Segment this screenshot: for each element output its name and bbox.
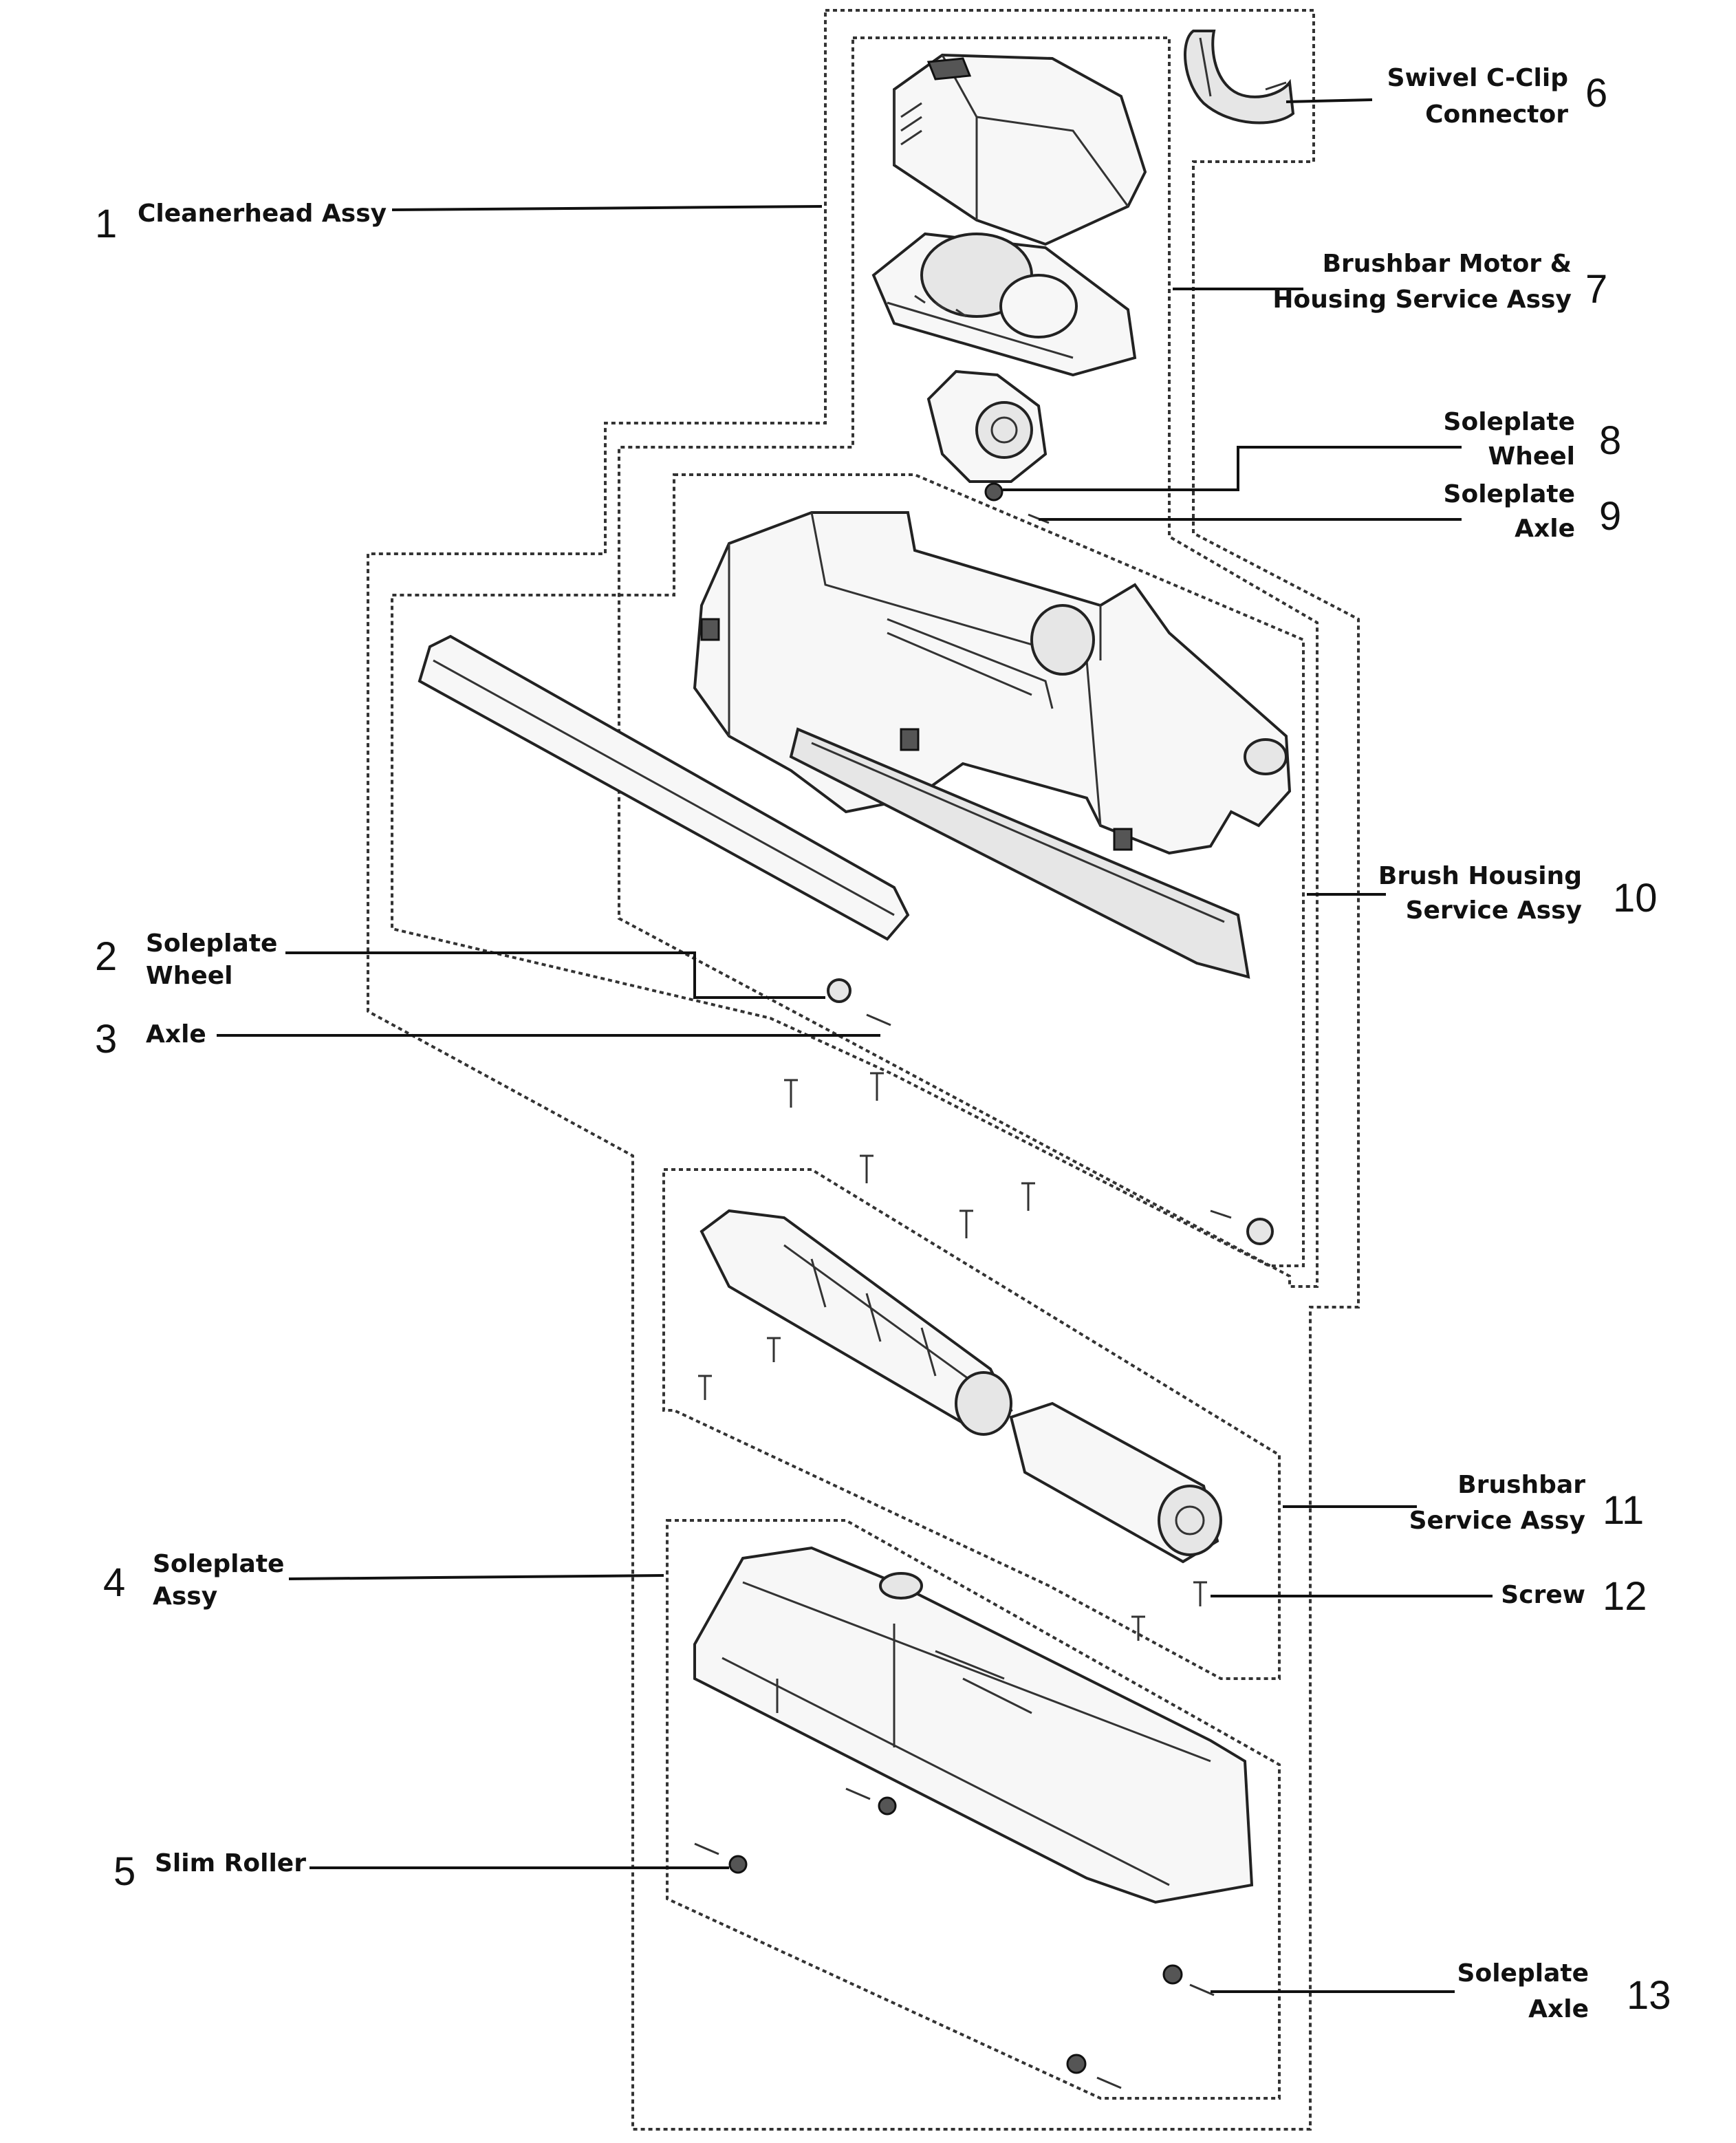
- callout-number: 11: [1603, 1488, 1644, 1533]
- rollers: [694, 1787, 1215, 2089]
- callout-label: Swivel C-Clip: [1387, 64, 1568, 92]
- screws: [698, 1072, 1274, 1641]
- callout-number: 5: [113, 1849, 135, 1894]
- callout-8: 8 Soleplate Wheel: [1444, 408, 1622, 471]
- callout-11: 11 Brushbar Service Assy: [1409, 1471, 1645, 1535]
- callout-9: 9 Soleplate Axle: [1444, 480, 1622, 543]
- axle-3-part: [866, 1013, 891, 1026]
- callout-number: 1: [95, 202, 117, 246]
- callout-label: Brushbar Motor &: [1323, 250, 1572, 278]
- callout-label: Brushbar: [1457, 1471, 1585, 1499]
- soleplate-wheel-2-part: [827, 978, 851, 1003]
- parts: [417, 30, 1295, 2089]
- callout-number: 7: [1585, 267, 1607, 312]
- callout-number: 9: [1599, 494, 1621, 539]
- callout-label: Axle: [146, 1020, 206, 1048]
- callout-label: Axle: [1515, 515, 1575, 543]
- callout-10: 10 Brush Housing Service Assy: [1378, 862, 1658, 925]
- slim-roller-5-part: [728, 1855, 748, 1874]
- callout-1: 1 Cleanerhead Assy: [95, 200, 387, 246]
- callout-6: 6 Swivel C-Clip Connector: [1387, 64, 1608, 129]
- callout-label: Assy: [153, 1582, 217, 1611]
- callout-label: Soleplate: [146, 929, 277, 958]
- callout-number: 13: [1627, 1973, 1671, 2018]
- callout-label: Soleplate: [153, 1550, 284, 1578]
- boundary-brushbar-motor-housing: [618, 36, 1319, 1288]
- callout-number: 3: [95, 1017, 117, 1062]
- callout-12: 12 Screw: [1501, 1574, 1647, 1619]
- callout-label: Service Assy: [1406, 896, 1582, 925]
- callout-label: Axle: [1528, 1995, 1589, 2023]
- callout-7: 7 Brushbar Motor & Housing Service Assy: [1272, 250, 1607, 314]
- callout-label: Service Assy: [1409, 1507, 1585, 1535]
- soleplate-part: [693, 1546, 1254, 1904]
- callout-13: 13 Soleplate Axle: [1457, 1959, 1671, 2023]
- assembly-boundaries: [367, 9, 1360, 2131]
- leader-lines: [217, 98, 1493, 1993]
- callout-number: 6: [1585, 71, 1607, 116]
- callout-2: 2 Soleplate Wheel: [95, 929, 277, 990]
- screw-12-part: [1193, 1581, 1207, 1606]
- boundary-brush-housing: [391, 473, 1305, 1267]
- callout-number: 4: [103, 1560, 125, 1605]
- callout-number: 2: [95, 934, 117, 979]
- boundary-soleplate-assy: [666, 1519, 1281, 2100]
- callout-label: Soleplate: [1444, 408, 1575, 436]
- soleplate-axle-13-part: [1189, 1983, 1215, 1996]
- brushbar-motor-part: [871, 232, 1137, 483]
- brush-housing-part: [417, 511, 1292, 979]
- callout-label: Wheel: [1488, 442, 1575, 471]
- callout-number: 10: [1613, 876, 1658, 920]
- callout-label: Screw: [1501, 1581, 1585, 1609]
- callout-3: 3 Axle: [95, 1017, 206, 1062]
- swivel-c-clip-part: [1184, 30, 1295, 125]
- boundary-cleanerhead-assy: [367, 9, 1360, 2131]
- motor-cover-part: [893, 53, 1147, 246]
- boundary-brushbar-service: [662, 1168, 1281, 1680]
- soleplate-wheel-8-part: [984, 482, 1003, 502]
- callout-label: Brush Housing: [1378, 862, 1582, 890]
- callout-4: 4 Soleplate Assy: [103, 1550, 284, 1611]
- callout-label: Cleanerhead Assy: [138, 200, 387, 228]
- callout-label: Soleplate: [1444, 480, 1575, 508]
- callout-label: Connector: [1425, 100, 1568, 129]
- callout-5: 5 Slim Roller: [113, 1849, 306, 1894]
- callout-label: Housing Service Assy: [1272, 286, 1572, 314]
- callout-number: 8: [1599, 418, 1621, 463]
- brushbar-part: [699, 1209, 1222, 1564]
- callout-label: Slim Roller: [155, 1849, 306, 1877]
- callout-label: Wheel: [146, 962, 233, 990]
- callout-label: Soleplate: [1457, 1959, 1589, 1988]
- callout-number: 12: [1603, 1574, 1647, 1619]
